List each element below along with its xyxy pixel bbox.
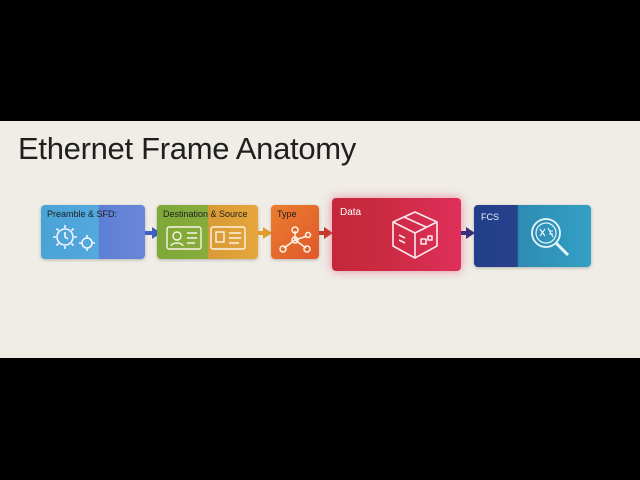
segment-destination-source: Destination & Source	[157, 205, 258, 259]
arrow-3-head	[324, 227, 333, 239]
gear-clock-icon	[53, 225, 95, 251]
segment-fcs: FCS	[474, 205, 591, 267]
magnifier-checksum-icon	[531, 218, 570, 257]
arrow-4-shaft	[461, 231, 467, 235]
segment-fcs-label: FCS	[481, 212, 499, 222]
segment-data-label: Data	[340, 207, 362, 218]
network-nodes-icon	[279, 226, 312, 253]
letterbox-top	[0, 0, 640, 121]
page-title: Ethernet Frame Anatomy	[18, 131, 357, 166]
id-cards-icon	[166, 226, 246, 250]
arrow-1-shaft	[145, 231, 153, 235]
arrow-4-head	[466, 227, 475, 239]
letterbox-bottom	[0, 358, 640, 480]
arrow-1-head	[152, 227, 161, 239]
segment-type: Type	[271, 205, 319, 259]
segment-destination-source-label: Destination & Source	[163, 209, 248, 219]
package-box-icon	[392, 211, 438, 259]
segment-data: Data	[332, 198, 461, 271]
segment-type-label: Type	[277, 209, 297, 219]
slide: Ethernet Frame Anatomy Preamble & SFD: D…	[0, 121, 640, 358]
arrow-2-head	[263, 227, 272, 239]
arrow-3-shaft	[319, 231, 325, 235]
segment-preamble-label: Preamble & SFD:	[47, 209, 118, 219]
arrow-2-shaft	[258, 231, 264, 235]
segment-preamble: Preamble & SFD:	[41, 205, 145, 259]
